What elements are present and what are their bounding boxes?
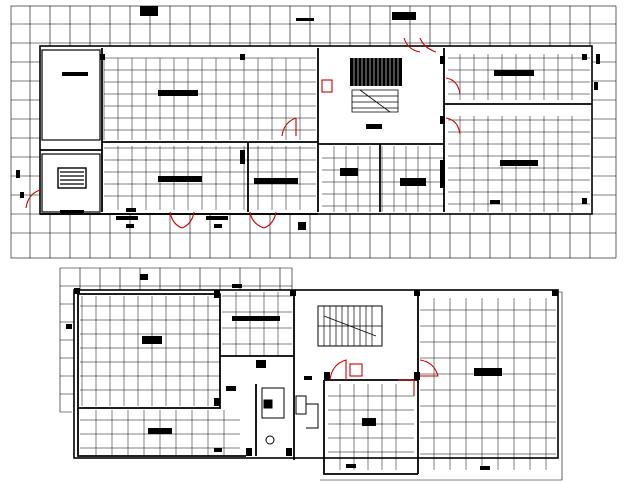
lower-doors [329,359,439,396]
upper-floor-plan [10,5,617,259]
lower-stair-treads [318,306,382,346]
upper-stair-flight [351,89,399,113]
lower-bathroom-fixtures [261,387,319,445]
upper-room-labels [16,6,600,230]
door-frame [349,363,363,377]
door-swing [445,117,461,135]
door-swing [249,211,277,229]
door-swing [281,117,297,137]
door-swing [329,359,347,381]
upper-staircase-lines [353,58,399,86]
lower-interior-walls [77,292,419,475]
door-swing [419,359,439,377]
door-swing [398,379,415,396]
lower-floor-plan [59,267,563,481]
upper-left-equipment-hatch [60,171,84,185]
upper-left-service-room [41,49,101,141]
upper-doors [25,37,461,229]
upper-staircase [350,58,402,86]
door-swing [445,77,461,95]
lower-columns [74,288,558,456]
door-swing [169,211,195,229]
door-swing [25,189,41,209]
upper-columns [100,54,587,204]
lower-room-labels [66,274,502,470]
door-frame [321,79,333,93]
lower-room-tiles [80,292,556,470]
door-swing [403,37,437,53]
upper-left-equipment-box [57,167,87,189]
